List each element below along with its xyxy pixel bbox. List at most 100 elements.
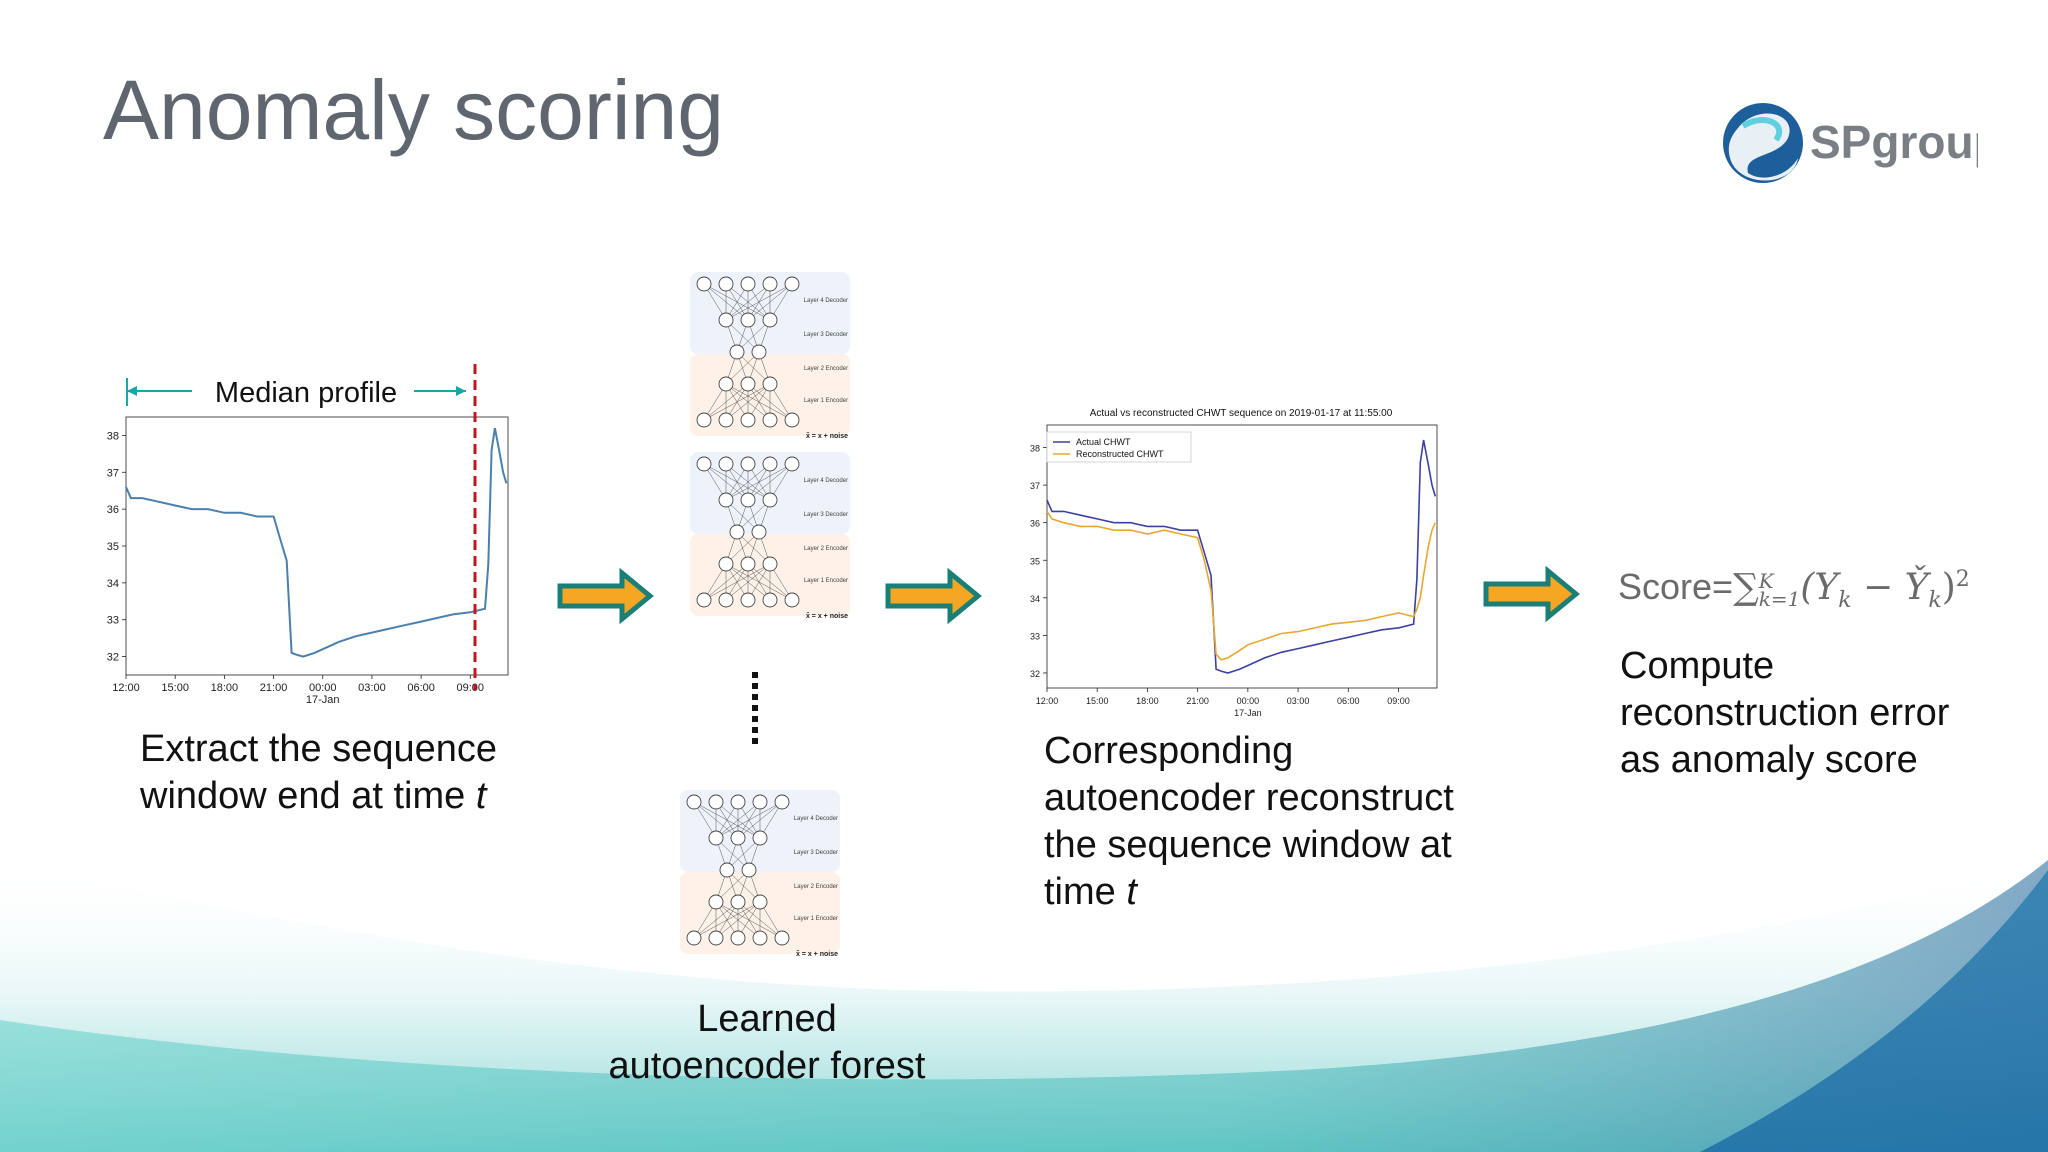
ae-node (718, 276, 734, 292)
ae-node (762, 592, 778, 608)
ae-edge (726, 837, 761, 871)
x-tick-label: 15:00 (161, 682, 189, 694)
ae-node (762, 456, 778, 472)
chart2-legend: Actual CHWT Reconstructed CHWT (1046, 431, 1192, 463)
ae-node (752, 930, 768, 946)
ae-edge (736, 499, 771, 533)
ae-node (762, 276, 778, 292)
step1-caption-var: t (475, 775, 487, 817)
step3-caption-line4: time t (1044, 869, 1454, 916)
ae-layer-label: Layer 1 Encoder (804, 578, 848, 584)
ae-node (751, 524, 767, 540)
x-tick-label: 21:00 (260, 682, 288, 694)
x-sublabel: 17-Jan (306, 694, 340, 706)
chart1-series (125, 427, 508, 658)
ae-input-label: x̃ = x + noise (806, 613, 848, 620)
ae-node (762, 412, 778, 428)
ae-edge (703, 383, 771, 421)
y-tick-label: 35 (1030, 556, 1040, 566)
step3-caption-line1: Corresponding (1044, 730, 1294, 772)
ae-node (719, 862, 735, 878)
x-tick-label: 06:00 (407, 682, 435, 694)
formula-minus: − Y̌ (1851, 567, 1929, 608)
ae-layer-label: Layer 2 Encoder (804, 366, 848, 372)
ae-edge (715, 801, 761, 839)
step4-caption-line2: reconstruction error (1620, 692, 1950, 734)
ae-edge (715, 801, 783, 839)
ae-node (740, 492, 756, 508)
ae-node (762, 556, 778, 572)
step1-caption-line2-text: window end at time (140, 775, 476, 817)
step4-caption-line3: as anomaly score (1620, 739, 1918, 781)
step4-caption-line1: Compute (1620, 645, 1775, 687)
ae-node (740, 456, 756, 472)
step2-caption-line2: autoencoder forest (608, 1045, 926, 1087)
ae-node (729, 524, 745, 540)
ae-node (696, 592, 712, 608)
ae-edge (725, 383, 771, 421)
ae-node (708, 830, 724, 846)
ae-layer-label: Layer 3 Decoder (804, 332, 848, 338)
series-line-2 (1046, 510, 1437, 661)
plot-frame (125, 416, 509, 676)
ae-node (740, 412, 756, 428)
y-tick-label: 32 (107, 652, 119, 664)
step2-caption-line1: Learned (697, 998, 837, 1040)
x-tick-label: 21:00 (1186, 696, 1209, 706)
step1-caption: Extract the sequence window end at time … (140, 726, 497, 820)
annotation-arrowhead-left (127, 386, 137, 396)
x-tick-label: 15:00 (1086, 696, 1109, 706)
ae-edge (693, 901, 761, 939)
company-logo: SPgroup (1723, 103, 1978, 183)
ae-node (774, 930, 790, 946)
ae-edge (703, 383, 749, 421)
ae-node (752, 894, 768, 910)
ae-node (730, 794, 746, 810)
ae-layer-label: Layer 2 Encoder (794, 884, 838, 890)
ae-node (708, 794, 724, 810)
ae-node (751, 344, 767, 360)
ae-input-label: x̃ = x + noise (796, 951, 838, 958)
median-profile-label: Median profile (215, 377, 397, 409)
step3-caption: Corresponding autoencoder reconstruct th… (1044, 728, 1454, 916)
y-tick-label: 33 (107, 615, 119, 627)
ae-layer-label: Layer 1 Encoder (804, 398, 848, 404)
x-tick-label: 18:00 (1136, 696, 1159, 706)
ae-node (718, 376, 734, 392)
ae-node (696, 412, 712, 428)
step3-caption-line2: autoencoder reconstruct (1044, 777, 1454, 819)
ae-node (696, 276, 712, 292)
ae-node (784, 276, 800, 292)
ae-edge (736, 319, 771, 353)
sum-upper: K (1758, 569, 1774, 593)
annotation-arrowhead-right (456, 386, 466, 396)
step2-caption: Learned autoencoder forest (599, 996, 935, 1090)
formula-close: ) (1941, 567, 1956, 608)
ae-node (718, 456, 734, 472)
ae-node (740, 592, 756, 608)
ae-input-label: x̃ = x + noise (806, 433, 848, 440)
ae-node (718, 556, 734, 572)
x-tick-label: 12:00 (1036, 696, 1059, 706)
ae-node (718, 492, 734, 508)
x-tick-label: 09:00 (1387, 696, 1410, 706)
ae-node (718, 592, 734, 608)
ae-node (730, 930, 746, 946)
step3-caption-line4-text: time (1044, 871, 1127, 913)
ae-layer-label: Layer 3 Decoder (794, 850, 838, 856)
y-tick-label: 32 (1030, 669, 1040, 679)
ellipsis-dots-icon (752, 672, 758, 744)
median-profile-annotation: Median profile (126, 377, 466, 409)
formula-exponent: 2 (1955, 567, 1970, 592)
ae-node (708, 930, 724, 946)
x-tick-label: 12:00 (112, 682, 140, 694)
flow-arrow-1 (557, 568, 654, 624)
ae-node (784, 592, 800, 608)
ae-edge (693, 901, 739, 939)
ae-edge (715, 869, 750, 903)
